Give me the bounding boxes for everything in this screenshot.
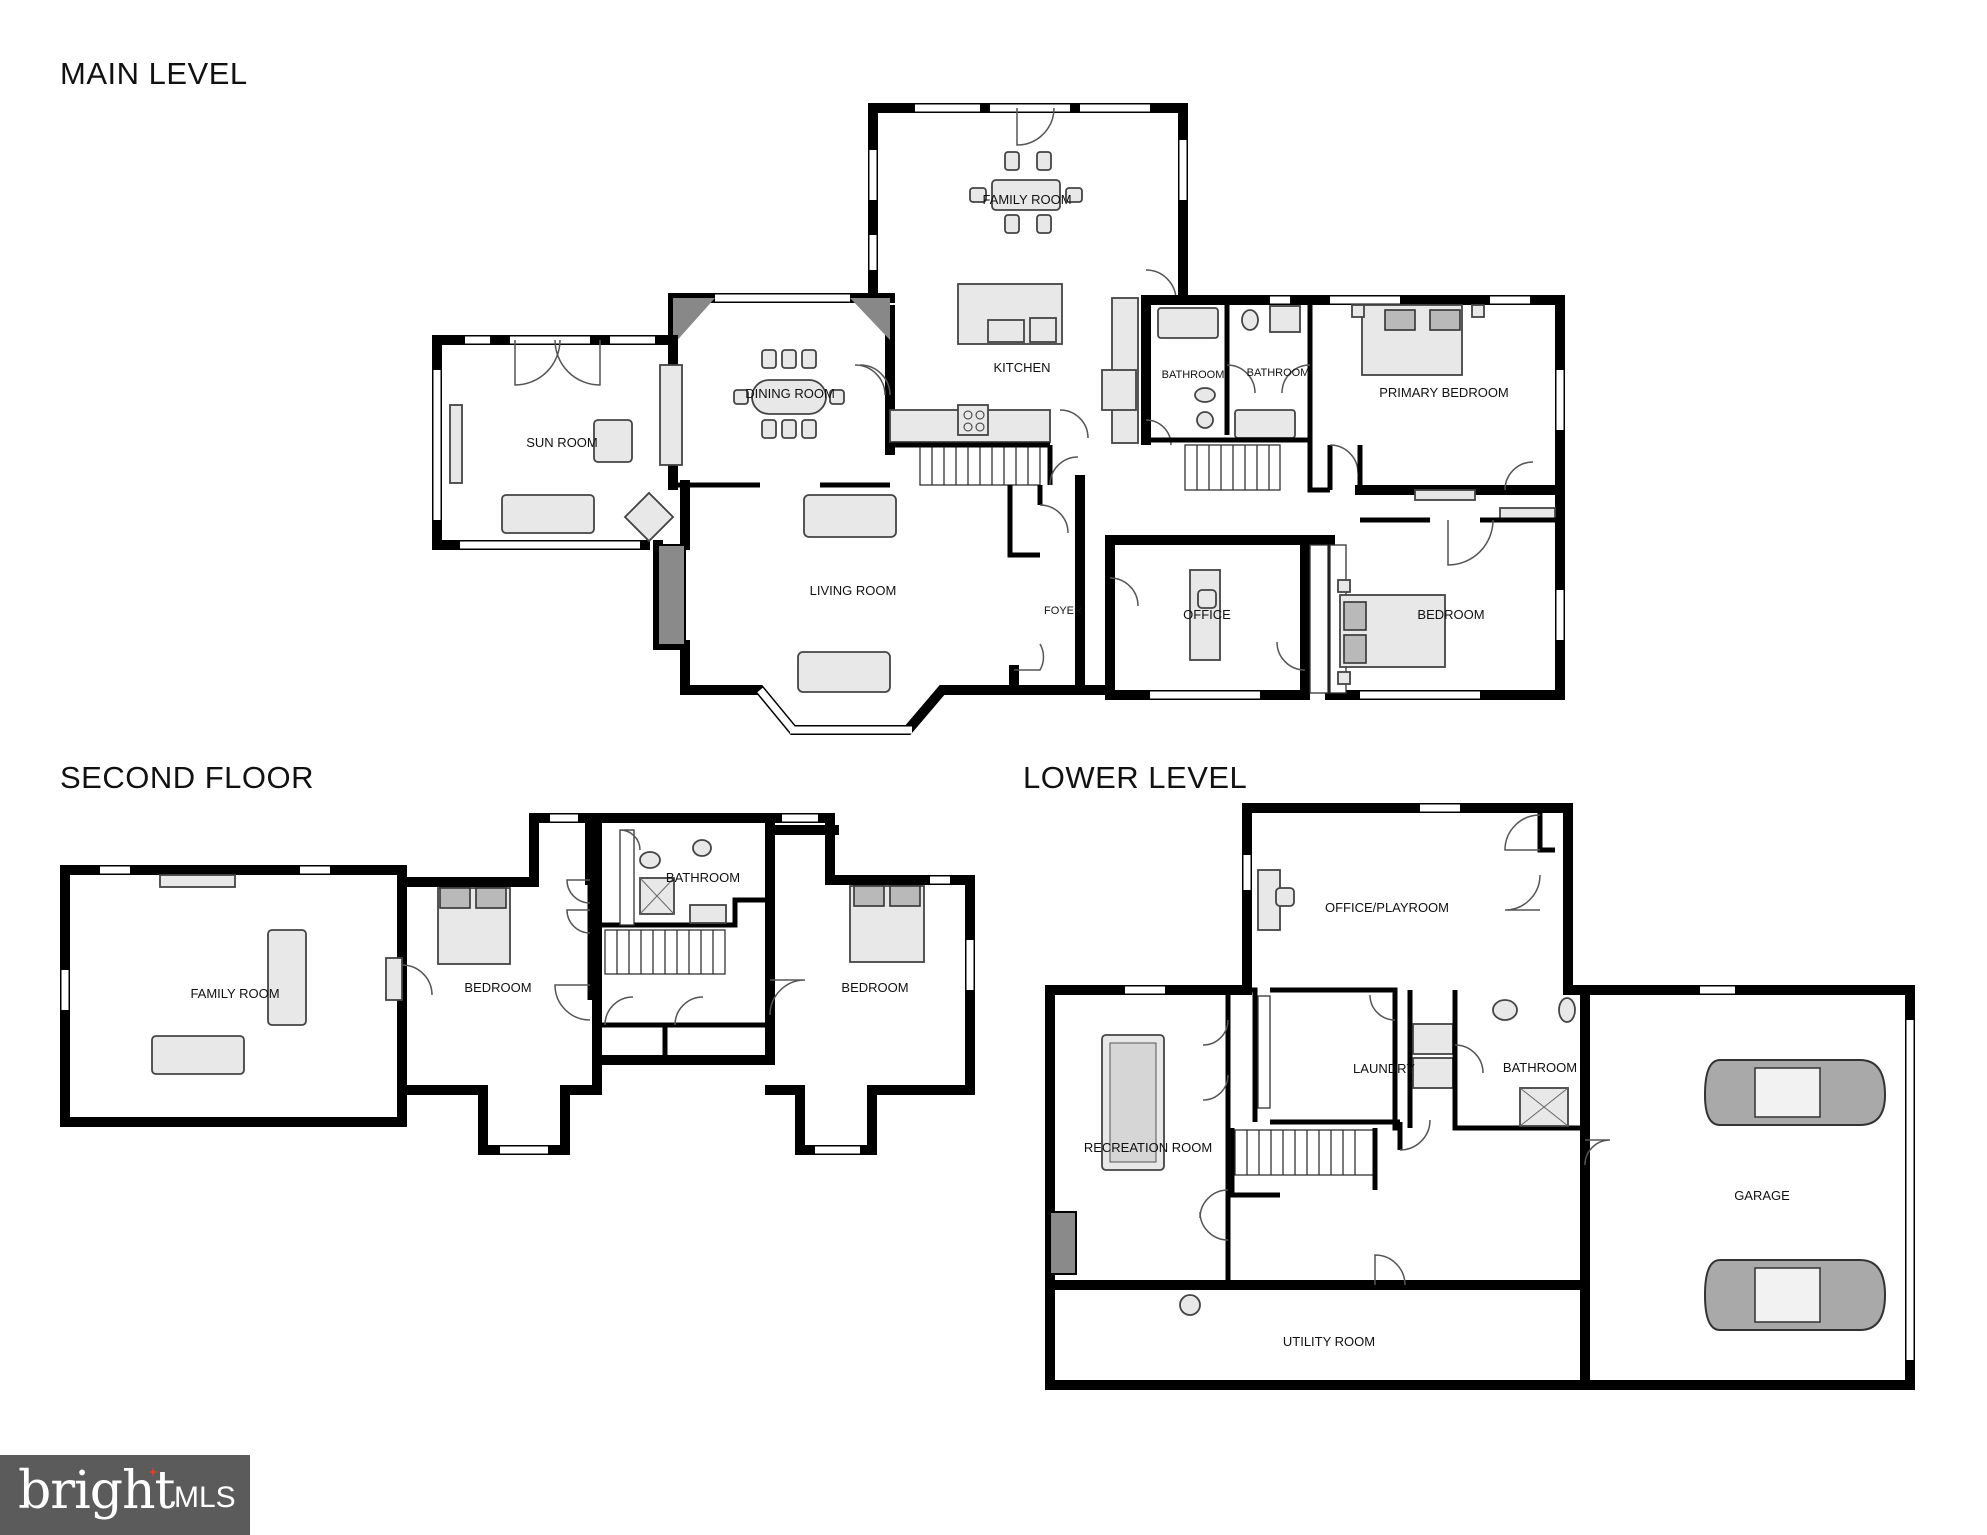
dryer xyxy=(1412,1057,1454,1089)
second-tv xyxy=(159,874,236,888)
family-room-table xyxy=(991,179,1061,211)
office-desk xyxy=(1189,569,1221,661)
label-utility-room: UTILITY ROOM xyxy=(1283,1334,1375,1349)
label-recreation-room: RECREATION ROOM xyxy=(1084,1140,1212,1155)
label-family-room-second: FAMILY ROOM xyxy=(190,986,279,1001)
logo-brand-text: bright xyxy=(18,1461,175,1521)
living-room-sofa-top xyxy=(803,494,897,538)
label-sun-room: SUN ROOM xyxy=(526,435,598,450)
logo-mls-text: MLS xyxy=(174,1481,236,1514)
label-bathroom-lower: BATHROOM xyxy=(1503,1060,1577,1075)
main-bath-tub-1 xyxy=(1157,307,1219,339)
label-office: OFFICE xyxy=(1183,607,1231,622)
label-dining-room: DINING ROOM xyxy=(745,386,835,401)
lower-fireplace xyxy=(1049,1211,1077,1275)
dining-table xyxy=(751,379,827,415)
label-laundry: LAUNDRY xyxy=(1353,1061,1415,1076)
second-floor-title: SECOND FLOOR xyxy=(60,760,315,795)
lower-level-title: LOWER LEVEL xyxy=(1023,760,1248,795)
second-sofa-vertical xyxy=(267,929,307,1026)
label-bedroom-second-2: BEDROOM xyxy=(841,980,908,995)
label-living-room: LIVING ROOM xyxy=(810,583,897,598)
second-sofa-horizontal xyxy=(151,1035,245,1075)
bright-mls-logo: bright MLS xyxy=(0,1455,250,1535)
living-room-fireplace xyxy=(657,544,686,646)
second-stairs xyxy=(604,929,726,975)
lower-level-plan xyxy=(1045,803,1915,1390)
second-floor-plan xyxy=(60,813,975,1155)
label-bedroom-main: BEDROOM xyxy=(1417,607,1484,622)
main-stairs-left xyxy=(919,444,1041,486)
label-bathroom-main-2: BATHROOM xyxy=(1247,367,1310,379)
sun-room-sofa xyxy=(501,494,595,534)
label-foyer: FOYER xyxy=(1044,605,1082,617)
label-garage: GARAGE xyxy=(1734,1188,1790,1203)
washer xyxy=(1412,1023,1454,1055)
label-kitchen: KITCHEN xyxy=(993,360,1050,375)
living-room-sofa-bottom xyxy=(797,651,891,693)
sun-room-tv xyxy=(449,404,463,484)
label-bedroom-second-1: BEDROOM xyxy=(464,980,531,995)
logo-spark-icon xyxy=(148,1467,158,1477)
sun-room-armchair xyxy=(593,419,633,463)
main-stairs-right xyxy=(1184,444,1281,491)
label-office-playroom: OFFICE/PLAYROOM xyxy=(1325,900,1449,915)
water-heater xyxy=(1179,1294,1201,1316)
main-level-title: MAIN LEVEL xyxy=(60,56,248,91)
label-family-room-main: FAMILY ROOM xyxy=(982,192,1071,207)
garage-car-2 xyxy=(1703,1259,1887,1331)
main-bath-tub-2 xyxy=(1234,409,1296,439)
sun-room-cabinet xyxy=(659,364,683,466)
garage-car-1 xyxy=(1703,1059,1887,1126)
lower-stairs xyxy=(1234,1129,1376,1176)
label-primary-bedroom: PRIMARY BEDROOM xyxy=(1379,385,1509,400)
label-bathroom-second: BATHROOM xyxy=(666,870,740,885)
label-bathroom-main-1: BATHROOM xyxy=(1162,369,1225,381)
main-level-plan xyxy=(432,103,1565,735)
